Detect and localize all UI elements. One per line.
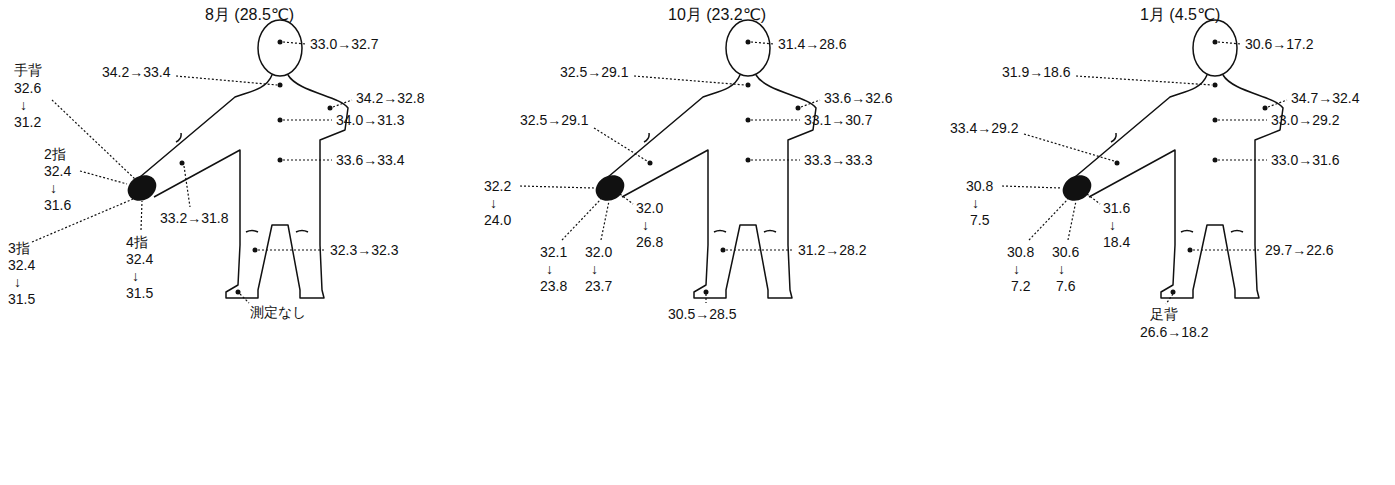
temperature-label: 32.5→29.1	[560, 64, 629, 80]
site-label: 3指	[8, 240, 30, 256]
temperature-label: 32.4	[44, 163, 71, 179]
temperature-label: 29.7→22.6	[1265, 242, 1334, 258]
temperature-label: 31.2	[14, 114, 41, 130]
temperature-label: 33.0→29.2	[1271, 112, 1340, 128]
change-arrow: ↓	[20, 97, 27, 113]
site-label: 測定なし	[250, 304, 306, 320]
change-arrow: ↓	[490, 195, 497, 211]
temperature-label: 31.4→28.6	[778, 36, 847, 52]
change-arrow: ↓	[1109, 217, 1116, 233]
temperature-label: 33.1→30.7	[804, 112, 873, 128]
temperature-label: 23.7	[585, 278, 612, 294]
temperature-label: 18.4	[1103, 234, 1130, 250]
site-label: 2指	[44, 146, 66, 162]
temperature-label: 7.2	[1011, 278, 1030, 294]
temperature-label: 32.3→32.3	[330, 242, 399, 258]
temperature-label: 7.6	[1056, 278, 1075, 294]
temperature-label: 31.6	[44, 197, 71, 213]
temperature-label: 32.5→29.1	[520, 112, 589, 128]
temperature-label: 24.0	[484, 212, 511, 228]
temperature-label: 34.0→31.3	[336, 112, 405, 128]
leader-lines	[32, 42, 1287, 304]
temperature-label: 32.2	[484, 178, 511, 194]
temperature-label: 23.8	[540, 278, 567, 294]
temperature-label: 31.6	[1103, 200, 1130, 216]
measure-dots	[180, 40, 1268, 295]
temperature-label: 32.4	[126, 251, 153, 267]
temperature-label: 26.8	[636, 234, 663, 250]
change-arrow: ↓	[1013, 261, 1020, 277]
temperature-label: 33.2→31.8	[160, 210, 229, 226]
temperature-label: 33.6→33.4	[336, 152, 405, 168]
change-arrow: ↓	[972, 195, 979, 211]
temperature-label: 33.4→29.2	[950, 120, 1019, 136]
change-arrow: ↓	[132, 268, 139, 284]
change-arrow: ↓	[642, 217, 649, 233]
temperature-label: 26.6→18.2	[1140, 324, 1209, 340]
month-heading: 8月 (28.5℃)	[205, 6, 294, 24]
temperature-label: 34.2→33.4	[102, 64, 171, 80]
temperature-label: 30.6→17.2	[1245, 36, 1314, 52]
temperature-label: 34.2→32.8	[356, 90, 425, 106]
change-arrow: ↓	[50, 180, 57, 196]
temperature-label: 33.3→33.3	[804, 152, 873, 168]
temperature-label: 30.8	[966, 178, 993, 194]
temperature-label: 30.8	[1007, 244, 1034, 260]
month-heading: 10月 (23.2℃)	[668, 6, 766, 24]
temperature-label: 34.7→32.4	[1291, 90, 1360, 106]
temperature-label: 31.2→28.2	[798, 242, 867, 258]
site-label: 手背	[14, 62, 42, 78]
temperature-label: 30.5→28.5	[668, 306, 737, 322]
body-outline	[1058, 20, 1283, 298]
temperature-label: 31.5	[8, 291, 35, 307]
temperature-label: 32.4	[8, 257, 35, 273]
temperature-label: 32.6	[14, 80, 41, 96]
temperature-label: 7.5	[970, 212, 989, 228]
body-outline	[591, 20, 816, 298]
change-arrow: ↓	[591, 261, 598, 277]
temperature-label: 32.0	[585, 244, 612, 260]
temperature-label: 32.1	[540, 244, 567, 260]
change-arrow: ↓	[14, 274, 21, 290]
site-label: 4指	[126, 234, 148, 250]
temperature-label: 33.6→32.6	[824, 90, 893, 106]
temperature-label: 32.0	[636, 200, 663, 216]
body-outline	[123, 20, 348, 298]
temperature-label: 31.9→18.6	[1002, 64, 1071, 80]
month-heading: 1月 (4.5℃)	[1140, 6, 1220, 24]
temperature-label: 31.5	[126, 285, 153, 301]
temperature-label: 33.0→32.7	[310, 36, 379, 52]
temperature-label: 33.0→31.6	[1271, 152, 1340, 168]
change-arrow: ↓	[1058, 261, 1065, 277]
temperature-label: 30.6	[1052, 244, 1079, 260]
site-label: 足背	[1150, 306, 1178, 322]
change-arrow: ↓	[546, 261, 553, 277]
